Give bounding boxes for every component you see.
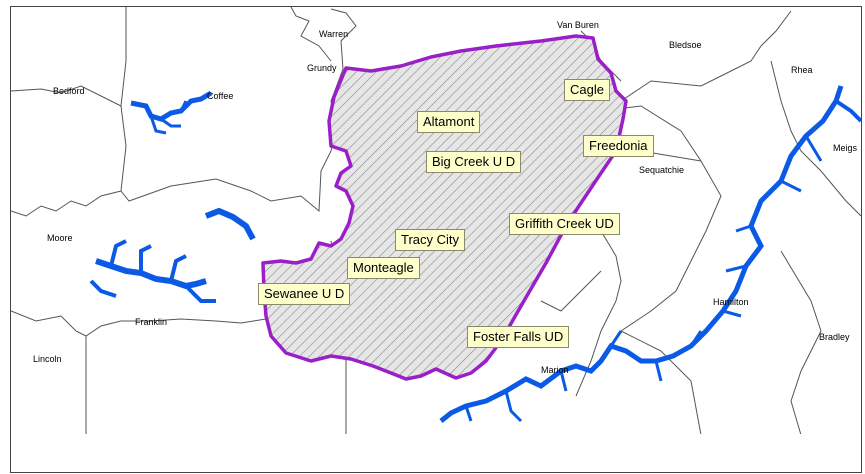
label-cagle: Cagle (564, 79, 610, 101)
service-area-outline (261, 34, 628, 381)
county-label-bradley: Bradley (819, 332, 850, 342)
map-footer-panel (10, 434, 862, 473)
coffee-lake (130, 90, 213, 122)
county-boundaries (11, 7, 861, 435)
county-label-sequatchie: Sequatchie (639, 165, 684, 175)
county-label-moore: Moore (47, 233, 73, 243)
tims-ford-lake (95, 258, 207, 290)
county-label-lincoln: Lincoln (33, 354, 62, 364)
label-tracy-city: Tracy City (395, 229, 466, 251)
county-label-marion: Marion (541, 365, 569, 375)
label-big-creek: Big Creek U D (426, 151, 522, 173)
label-monteagle: Monteagle (347, 257, 420, 279)
label-griffith-creek: Griffith Creek UD (509, 213, 620, 235)
tennessee-river (439, 85, 844, 423)
county-label-warren: Warren (319, 29, 348, 39)
water-bodies (89, 85, 861, 423)
map-frame: Warren Van Buren Bledsoe Grundy Rhea Bed… (10, 6, 862, 436)
county-label-van-buren: Van Buren (557, 20, 599, 30)
county-label-hamilton: Hamilton (713, 297, 749, 307)
county-label-meigs: Meigs (833, 143, 858, 153)
county-label-rhea: Rhea (791, 65, 813, 75)
county-label-bledsoe: Bledsoe (669, 40, 702, 50)
county-label-coffee: Coffee (207, 91, 233, 101)
county-label-franklin: Franklin (135, 317, 167, 327)
label-foster-falls: Foster Falls UD (467, 326, 570, 348)
county-label-grundy: Grundy (307, 63, 337, 73)
county-labels: Warren Van Buren Bledsoe Grundy Rhea Bed… (33, 20, 858, 375)
woods-reservoir (204, 207, 256, 241)
label-freedonia: Freedonia (583, 135, 654, 157)
label-altamont: Altamont (417, 111, 481, 133)
label-sewanee: Sewanee U D (258, 283, 351, 305)
county-label-bedford: Bedford (53, 86, 85, 96)
map-canvas: Warren Van Buren Bledsoe Grundy Rhea Bed… (11, 7, 861, 435)
